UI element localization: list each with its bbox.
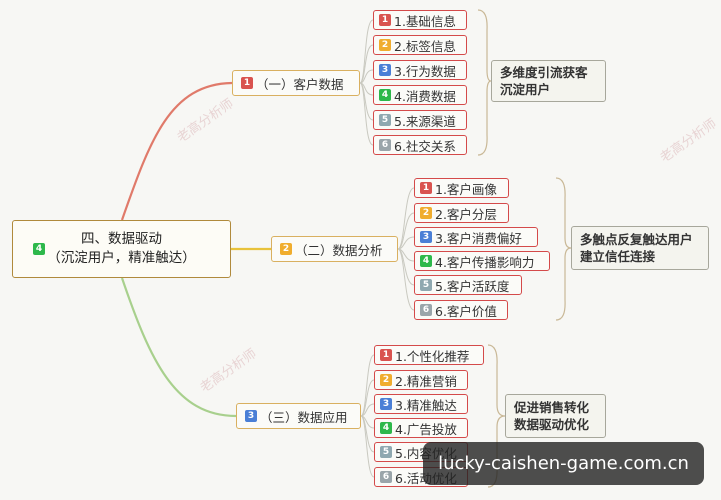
connector-line <box>477 9 492 156</box>
connector-line <box>360 415 375 478</box>
leaf-label: 6.客户价值 <box>435 303 497 319</box>
leaf-node[interactable]: 6 6.社交关系 <box>373 135 467 155</box>
leaf-badge: 5 <box>380 446 392 458</box>
connector-line <box>360 354 375 417</box>
root-badge: 4 <box>33 243 45 255</box>
leaf-badge: 4 <box>420 255 432 267</box>
leaf-node[interactable]: 2 2.精准营销 <box>374 370 468 390</box>
leaf-node[interactable]: 4 4.客户传播影响力 <box>414 251 550 271</box>
leaf-badge: 2 <box>380 374 392 386</box>
branch-badge: 1 <box>241 77 253 89</box>
branch-node-data-analysis[interactable]: 2 （二）数据分析 <box>271 236 398 262</box>
summary-line: 数据驱动优化 <box>514 417 590 432</box>
leaf-badge: 3 <box>379 64 391 76</box>
leaf-badge: 1 <box>380 349 392 361</box>
leaf-node[interactable]: 6 6.客户价值 <box>414 300 508 320</box>
leaf-node[interactable]: 2 2.客户分层 <box>414 203 509 223</box>
leaf-badge: 3 <box>420 231 432 243</box>
leaf-node[interactable]: 2 2.标签信息 <box>373 35 467 55</box>
leaf-badge: 1 <box>379 14 391 26</box>
leaf-label: 2.客户分层 <box>435 206 497 222</box>
leaf-node[interactable]: 3 3.精准触达 <box>374 394 468 414</box>
connector-line <box>359 82 374 146</box>
connector-line <box>397 248 415 311</box>
leaf-node[interactable]: 3 3.行为数据 <box>373 60 467 80</box>
connector-line <box>120 277 237 418</box>
leaf-label: 3.精准触达 <box>395 397 457 413</box>
leaf-node[interactable]: 4 4.消费数据 <box>373 85 467 105</box>
leaf-label: 3.行为数据 <box>394 63 456 79</box>
branch-badge: 2 <box>280 243 292 255</box>
connector-line <box>359 82 374 121</box>
leaf-badge: 1 <box>420 182 432 194</box>
connector-line <box>397 212 415 250</box>
connector-line <box>360 379 375 417</box>
leaf-label: 2.标签信息 <box>394 38 456 54</box>
leaf-badge: 3 <box>380 398 392 410</box>
connector-line <box>397 248 415 286</box>
root-node[interactable]: 4 四、数据驱动 （沉淀用户，精准触达） <box>12 220 231 278</box>
connector-line <box>360 403 375 417</box>
leaf-badge: 2 <box>379 39 391 51</box>
summary-line: 沉淀用户 <box>500 82 551 97</box>
root-title-line2: （沉淀用户，精准触达） <box>47 250 196 266</box>
leaf-label: 1.个性化推荐 <box>395 348 470 364</box>
summary-box-data-analysis[interactable]: 多触点反复触达用户 建立信任连接 <box>571 226 709 270</box>
leaf-node[interactable]: 1 1.基础信息 <box>373 10 467 30</box>
leaf-label: 2.精准营销 <box>395 373 457 389</box>
root-title: 四、数据驱动 （沉淀用户，精准触达） <box>47 230 196 268</box>
connector-line <box>555 177 572 321</box>
leaf-badge: 5 <box>379 114 391 126</box>
leaf-node[interactable]: 5 5.客户活跃度 <box>414 275 522 295</box>
leaf-badge: 5 <box>420 279 432 291</box>
leaf-badge: 4 <box>379 89 391 101</box>
branch-label: （二）数据分析 <box>295 242 383 258</box>
leaf-badge: 2 <box>420 207 432 219</box>
summary-line: 多维度引流获客 <box>500 65 588 80</box>
leaf-label: 1.客户画像 <box>435 181 497 197</box>
leaf-label: 4.广告投放 <box>395 421 457 437</box>
summary-box-customer-data[interactable]: 多维度引流获客 沉淀用户 <box>491 60 606 102</box>
watermark-banner: lucky-caishen-game.com.cn <box>423 442 704 485</box>
branch-label: （三）数据应用 <box>260 409 348 425</box>
leaf-label: 6.社交关系 <box>394 138 456 154</box>
leaf-label: 4.客户传播影响力 <box>435 254 535 270</box>
root-title-line1: 四、数据驱动 <box>81 231 162 247</box>
leaf-label: 5.来源渠道 <box>394 113 456 129</box>
leaf-label: 1.基础信息 <box>394 13 456 29</box>
leaf-badge: 6 <box>380 471 392 483</box>
leaf-node[interactable]: 3 3.客户消费偏好 <box>414 227 538 247</box>
leaf-badge: 4 <box>380 422 392 434</box>
leaf-node[interactable]: 1 1.客户画像 <box>414 178 509 198</box>
leaf-label: 4.消费数据 <box>394 88 456 104</box>
leaf-node[interactable]: 4 4.广告投放 <box>374 418 468 438</box>
leaf-node[interactable]: 1 1.个性化推荐 <box>374 345 484 365</box>
leaf-badge: 6 <box>420 304 432 316</box>
connector-line <box>359 44 374 84</box>
connector-line <box>360 415 375 453</box>
branch-node-data-application[interactable]: 3 （三）数据应用 <box>236 403 361 429</box>
branch-label: （一）客户数据 <box>256 76 344 92</box>
leaf-label: 3.客户消费偏好 <box>435 230 522 246</box>
branch-node-customer-data[interactable]: 1 （一）客户数据 <box>232 70 360 96</box>
connector-line <box>397 236 415 250</box>
branch-badge: 3 <box>245 410 257 422</box>
connector-line <box>120 81 233 221</box>
connector-line <box>397 187 415 250</box>
summary-line: 建立信任连接 <box>580 249 656 264</box>
connector-line <box>359 69 374 84</box>
summary-line: 促进销售转化 <box>514 400 590 415</box>
leaf-badge: 6 <box>379 139 391 151</box>
leaf-label: 5.客户活跃度 <box>435 278 510 294</box>
summary-box-data-application[interactable]: 促进销售转化 数据驱动优化 <box>505 394 606 438</box>
leaf-node[interactable]: 5 5.来源渠道 <box>373 110 467 130</box>
summary-line: 多触点反复触达用户 <box>580 232 693 247</box>
